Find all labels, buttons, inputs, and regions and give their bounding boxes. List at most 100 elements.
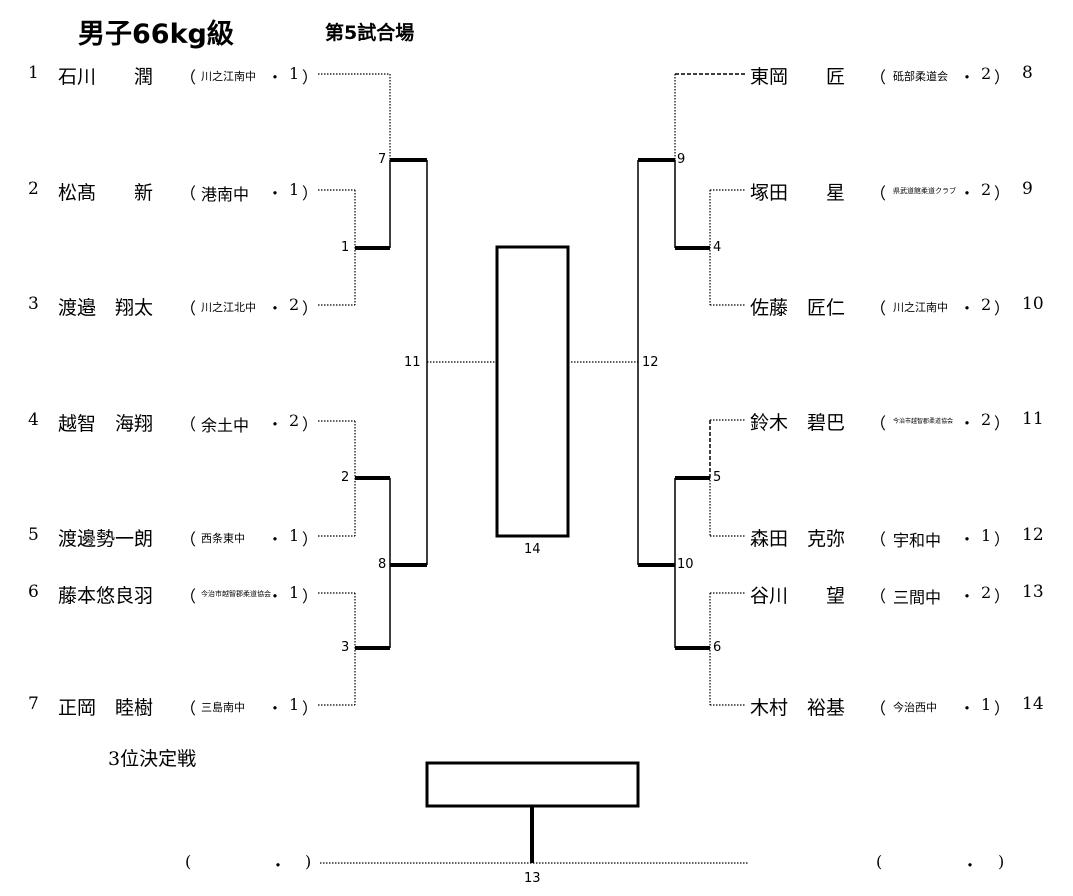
seed-number: 14 — [1022, 694, 1044, 714]
player-name: 塚田 星 — [750, 182, 846, 204]
seed-number: 2 — [28, 179, 39, 199]
grade: 2 — [981, 583, 992, 602]
team-name: 川之江南中 — [893, 300, 948, 314]
grade: 1 — [981, 526, 992, 545]
paren-open: （ — [870, 184, 887, 203]
grade: 2 — [981, 64, 992, 83]
paren-close: ） — [302, 699, 319, 718]
grade: 1 — [981, 695, 992, 714]
match-number-8: 8 — [378, 557, 387, 572]
player-name: 正岡 睦樹 — [58, 697, 154, 719]
match-number-14: 14 — [524, 542, 541, 557]
paren-open: （ — [180, 415, 197, 434]
dot-separator: ・ — [959, 299, 976, 318]
paren-open: （ — [180, 299, 197, 318]
dot-separator: ・ — [959, 530, 976, 549]
grade: 1 — [289, 64, 300, 83]
match-number-12: 12 — [642, 355, 659, 370]
grade: 2 — [981, 295, 992, 314]
match-number-4: 4 — [713, 240, 722, 255]
match-number-13: 13 — [524, 871, 541, 886]
paren-open: （ — [870, 530, 887, 549]
team-name: 宇和中 — [893, 531, 942, 550]
player-name: 越智 海翔 — [58, 413, 154, 435]
dot-separator: ・ — [267, 68, 284, 87]
third-place-label: 3位決定戦 — [108, 748, 197, 770]
match-number-10: 10 — [677, 557, 694, 572]
player-name: 東岡 匠 — [750, 66, 846, 88]
grade: 2 — [289, 411, 300, 430]
dot-separator: ・ — [959, 587, 976, 606]
match-number-5: 5 — [713, 470, 722, 485]
paren-open: （ — [870, 299, 887, 318]
paren-open: ( — [876, 852, 883, 871]
paren-close: ） — [994, 414, 1011, 433]
player-name: 松髙 新 — [58, 182, 154, 204]
paren-open: （ — [180, 68, 197, 87]
paren-close: ） — [302, 530, 319, 549]
paren-open: （ — [180, 699, 197, 718]
paren-open: （ — [870, 587, 887, 606]
grade: 2 — [289, 295, 300, 314]
dot-separator: ・ — [270, 856, 287, 875]
team-name: 余土中 — [201, 416, 250, 435]
grade: 2 — [981, 410, 992, 429]
player-name: 鈴木 碧巴 — [750, 412, 846, 434]
paren-close: ） — [994, 68, 1011, 87]
seed-number: 12 — [1022, 525, 1044, 545]
match-number-11: 11 — [404, 355, 421, 370]
paren-open: （ — [180, 587, 197, 606]
paren-close: ） — [994, 299, 1011, 318]
paren-close: ） — [994, 699, 1011, 718]
dot-separator: ・ — [267, 699, 284, 718]
player-name: 渡邉 翔太 — [58, 297, 154, 319]
match-number-2: 2 — [341, 470, 350, 485]
paren-open: ( — [185, 852, 192, 871]
team-name: 西条東中 — [201, 531, 245, 545]
player-name: 佐藤 匠仁 — [750, 297, 846, 319]
paren-open: （ — [180, 530, 197, 549]
seed-number: 6 — [28, 582, 39, 602]
paren-close: ） — [994, 530, 1011, 549]
dot-separator: ・ — [959, 699, 976, 718]
player-name: 渡邊勢一朗 — [58, 528, 154, 550]
dot-separator: ・ — [959, 184, 976, 203]
paren-close: ） — [302, 299, 319, 318]
paren-close: ） — [302, 587, 319, 606]
dot-separator: ・ — [267, 587, 284, 606]
match-number-6: 6 — [713, 640, 722, 655]
paren-close: ） — [994, 184, 1011, 203]
match-number-3: 3 — [341, 640, 350, 655]
paren-close: ） — [302, 68, 319, 87]
page-title: 男子66kg級 — [78, 19, 234, 50]
team-name: 砥部柔道会 — [893, 69, 948, 83]
paren-close: ） — [994, 587, 1011, 606]
seed-number: 13 — [1022, 582, 1044, 602]
seed-number: 7 — [28, 694, 39, 714]
seed-number: 8 — [1022, 63, 1033, 83]
grade: 1 — [289, 526, 300, 545]
seed-number: 11 — [1022, 409, 1044, 429]
team-name: 三間中 — [893, 588, 942, 607]
dot-separator: ・ — [267, 415, 284, 434]
player-name: 谷川 望 — [750, 585, 846, 607]
paren-close: ) — [305, 852, 312, 871]
dot-separator: ・ — [959, 68, 976, 87]
team-name: 三島南中 — [201, 700, 245, 714]
paren-open: （ — [870, 699, 887, 718]
paren-open: （ — [180, 184, 197, 203]
team-name: 今治西中 — [893, 700, 937, 714]
paren-open: （ — [870, 68, 887, 87]
team-name: 川之江南中 — [201, 69, 256, 83]
seed-number: 4 — [28, 410, 39, 430]
team-name: 今治市越智郡柔道協会 — [201, 589, 271, 598]
dot-separator: ・ — [267, 299, 284, 318]
dot-separator: ・ — [267, 184, 284, 203]
team-name: 今治市越智郡柔道協会 — [893, 418, 954, 425]
dot-separator: ・ — [962, 856, 979, 875]
team-name: 港南中 — [201, 185, 250, 204]
paren-close: ） — [302, 184, 319, 203]
paren-close: ） — [302, 415, 319, 434]
paren-close: ) — [998, 852, 1005, 871]
